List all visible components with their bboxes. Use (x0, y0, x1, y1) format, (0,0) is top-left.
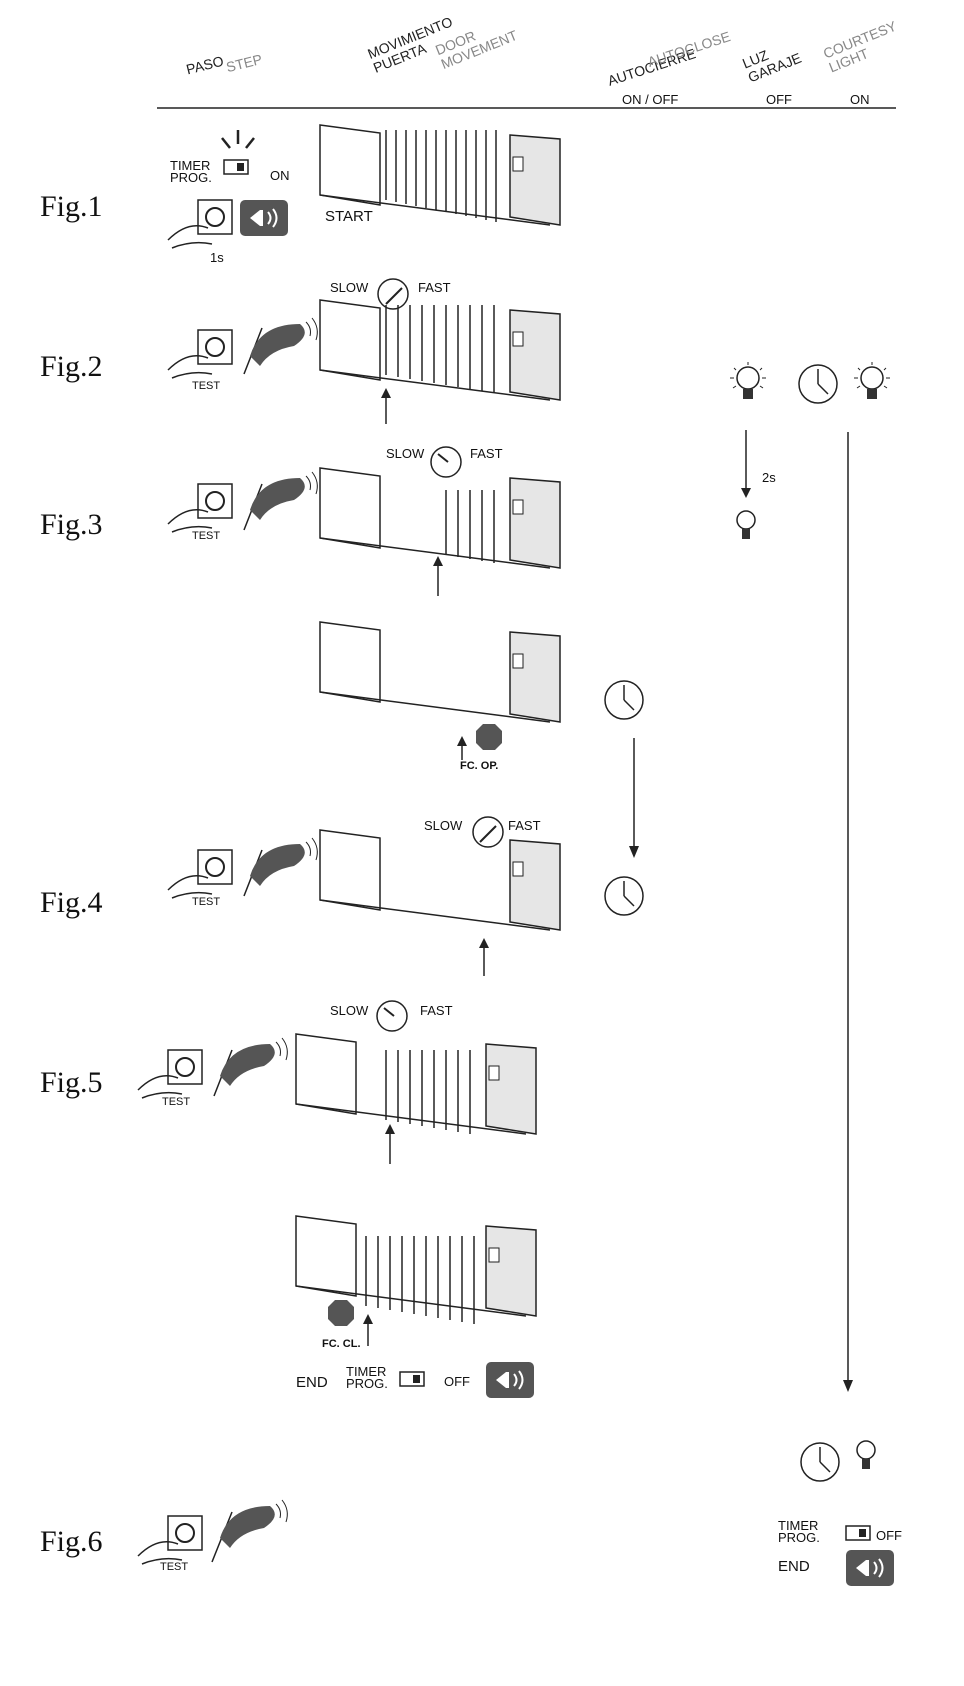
dip-switch-icon (223, 159, 249, 175)
bulb-on-icon (853, 361, 891, 400)
stop-sign-icon (476, 724, 502, 750)
speed-dial-icon (430, 446, 462, 478)
off-label-2: OFF (876, 1528, 902, 1543)
bulb-off-icon (736, 510, 756, 540)
sliding-gate-icon (295, 1033, 537, 1135)
remote-control-icon (249, 837, 318, 887)
sliding-gate-icon (319, 124, 561, 226)
timer-prog-label-2: TIMER PROG. (346, 1364, 388, 1391)
slow-label-3: SLOW (386, 446, 425, 461)
dip-switch-icon (399, 1371, 425, 1387)
test-label-4: TEST (192, 896, 221, 908)
fast-label-3: FAST (470, 446, 503, 461)
fc-cl-label: FC. CL. (322, 1338, 361, 1350)
bulb-off-icon (856, 1440, 876, 1470)
sliding-gate-icon (319, 467, 561, 569)
fig-label-3: Fig.3 (40, 508, 103, 541)
test-label-3: TEST (192, 530, 221, 542)
timer-prog-label-1: TIMER PROG. (170, 158, 212, 185)
sliding-gate-icon (319, 299, 561, 401)
finger-button-icon (167, 329, 233, 379)
test-label-5: TEST (162, 1096, 191, 1108)
slow-label-2: SLOW (330, 280, 369, 295)
stop-sign-icon (328, 1300, 354, 1326)
fc-op-label: FC. OP. (460, 760, 499, 772)
fast-label-4: FAST (508, 818, 541, 833)
remote-control-icon (219, 1037, 288, 1087)
finger-button-icon (137, 1049, 203, 1099)
on-label: ON (270, 168, 290, 183)
finger-button-icon (167, 199, 233, 249)
slow-label-5: SLOW (330, 1003, 369, 1018)
dip-switch-icon (845, 1525, 871, 1541)
clock-icon (604, 876, 644, 916)
sliding-gate-icon (319, 621, 561, 723)
blink-indicator-icon (221, 130, 255, 149)
start-label: START (325, 208, 373, 225)
remote-control-icon (249, 471, 318, 521)
fig-label-4: Fig.4 (40, 886, 103, 919)
header-sub-on: ON (850, 92, 870, 107)
fig-label-5: Fig.5 (40, 1066, 103, 1099)
fig-label-6: Fig.6 (40, 1525, 103, 1558)
clock-icon (604, 680, 644, 720)
clock-icon (798, 364, 838, 404)
bulb-on-icon (729, 361, 767, 400)
slow-label-4: SLOW (424, 818, 463, 833)
off-label-1: OFF (444, 1374, 470, 1389)
one-second-label: 1s (210, 250, 224, 265)
clock-icon (800, 1442, 840, 1482)
finger-button-icon (137, 1515, 203, 1565)
speaker-icon (845, 1549, 895, 1587)
remote-control-icon (249, 317, 318, 367)
speaker-icon (485, 1361, 535, 1399)
speed-dial-icon (377, 278, 409, 310)
finger-button-icon (167, 849, 233, 899)
test-label-6: TEST (160, 1561, 189, 1573)
speed-dial-icon (376, 1000, 408, 1032)
test-label-2: TEST (192, 380, 221, 392)
speaker-icon (239, 199, 289, 237)
finger-button-icon (167, 483, 233, 533)
fig-label-2: Fig.2 (40, 350, 103, 383)
remote-control-icon (219, 1499, 288, 1549)
header-sub-off: OFF (766, 92, 792, 107)
end-label-2: END (778, 1558, 810, 1575)
two-second-label: 2s (762, 470, 776, 485)
sliding-gate-icon (319, 829, 561, 931)
gate-slats (385, 130, 497, 222)
timer-prog-label-3: TIMER PROG. (778, 1518, 820, 1545)
fast-label-2: FAST (418, 280, 451, 295)
fast-label-5: FAST (420, 1003, 453, 1018)
speed-dial-icon (472, 816, 504, 848)
header-sub-onoff: ON / OFF (622, 92, 679, 107)
sliding-gate-icon (295, 1215, 537, 1317)
end-label-1: END (296, 1374, 328, 1391)
fig-label-1: Fig.1 (40, 190, 103, 223)
